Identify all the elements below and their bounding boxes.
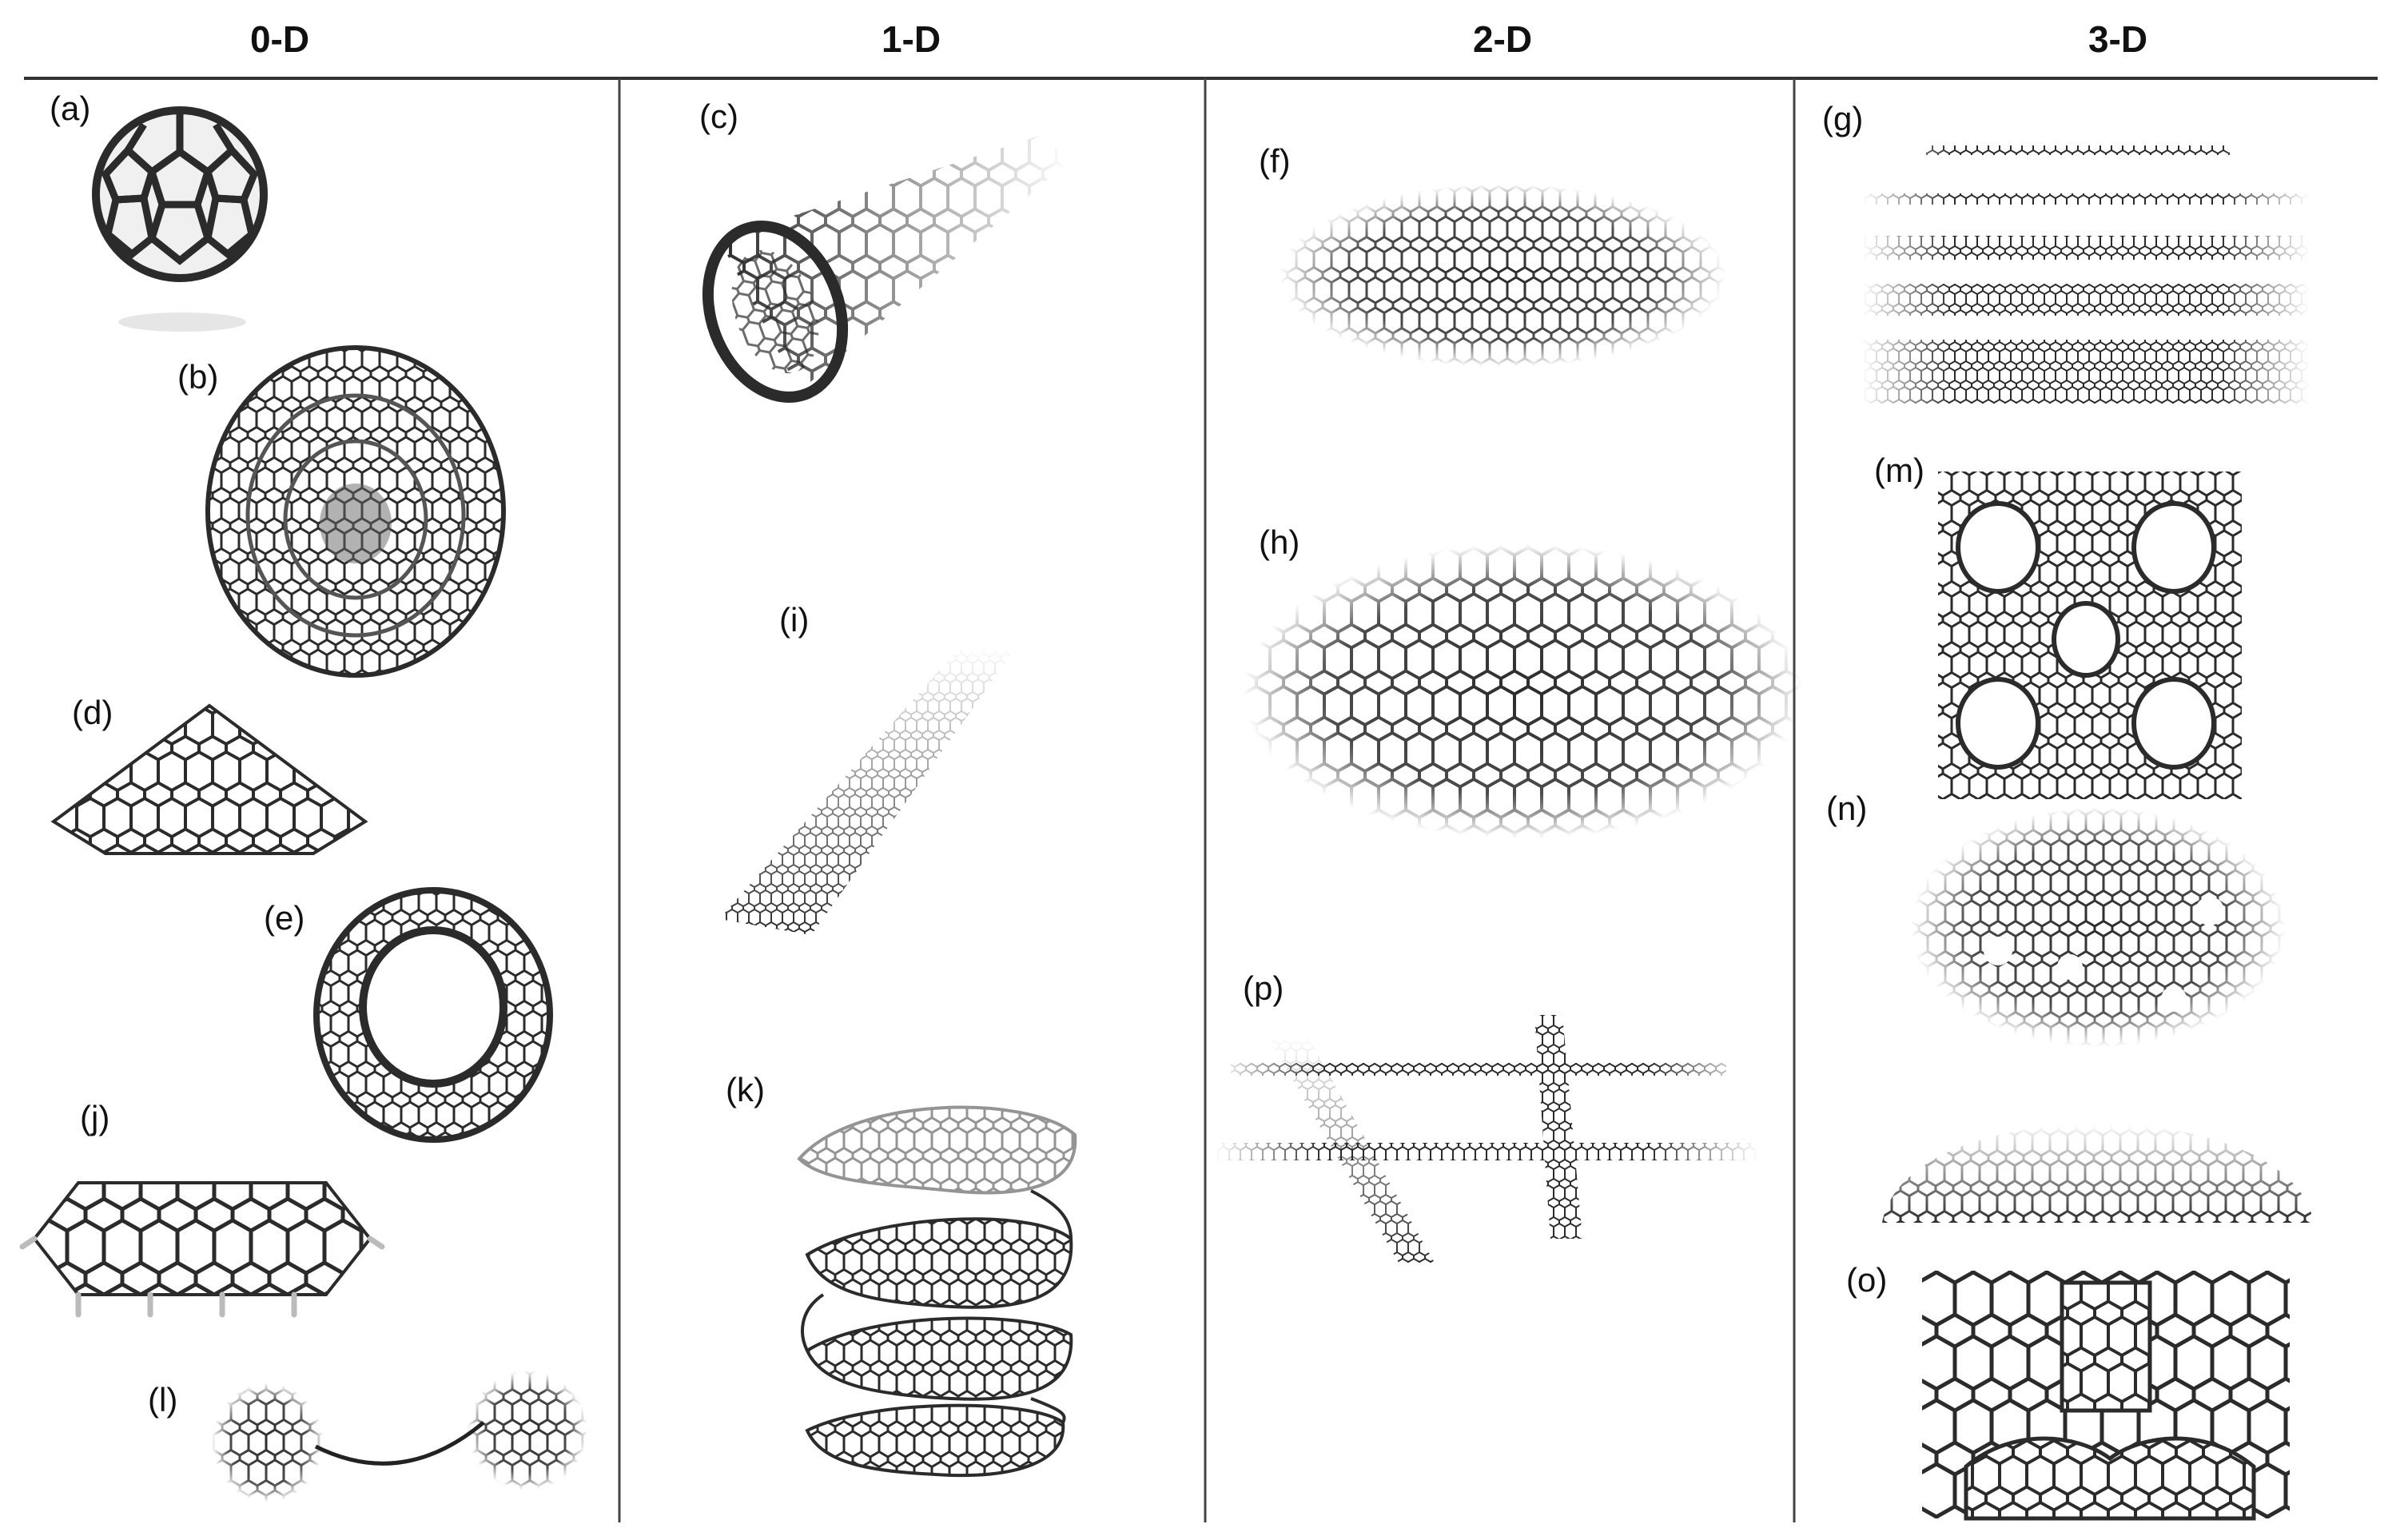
panel-label-e: (e) bbox=[264, 899, 305, 937]
graphene-quantum-dot bbox=[19, 1181, 385, 1318]
panel-label-p: (p) bbox=[1243, 969, 1284, 1007]
column-header-0d: 0-D bbox=[249, 18, 310, 60]
carbon-nanohelix bbox=[797, 1105, 1077, 1478]
onion-like-fullerene bbox=[205, 345, 506, 678]
panel-label-a: (a) bbox=[50, 90, 91, 127]
panel-label-k: (k) bbox=[726, 1071, 765, 1108]
curved-graphene-cap bbox=[1882, 1124, 2314, 1223]
carbon-nanotube bbox=[702, 136, 1071, 403]
column-header-1d: 1-D bbox=[881, 18, 941, 60]
panel-label-i: (i) bbox=[779, 601, 810, 639]
graphene-sheet bbox=[1279, 184, 1726, 368]
panel-label-d: (d) bbox=[72, 694, 113, 731]
graphene-foam bbox=[1922, 1271, 2290, 1521]
holey-3d-graphene bbox=[1910, 807, 2286, 1047]
graphene-nanoribbon bbox=[719, 643, 1019, 935]
panel-label-g: (g) bbox=[1822, 100, 1864, 137]
panel-label-l: (l) bbox=[148, 1381, 178, 1419]
3d-graphene-framework bbox=[1938, 472, 2242, 799]
panel-label-b: (b) bbox=[177, 358, 219, 396]
fullerene-c60 bbox=[92, 106, 268, 332]
column-header-2d: 2-D bbox=[1472, 18, 1533, 60]
column-header-3d: 3-D bbox=[2088, 18, 2148, 60]
panel-label-o: (o) bbox=[1846, 1261, 1888, 1299]
panel-label-f: (f) bbox=[1259, 142, 1291, 180]
carbon-nanotorus bbox=[313, 887, 553, 1143]
panel-label-m: (m) bbox=[1874, 452, 1924, 489]
carbon-nanocone bbox=[50, 703, 368, 855]
panel-label-c: (c) bbox=[699, 97, 738, 135]
linked-graphene-flakes bbox=[212, 1371, 587, 1502]
panel-label-n: (n) bbox=[1826, 790, 1868, 827]
panel-label-j: (j) bbox=[80, 1099, 110, 1136]
graphene-nanoribbon-network bbox=[1215, 1015, 1758, 1263]
graphene-sheet-large bbox=[1243, 543, 1802, 839]
stacked-graphene-layers bbox=[1862, 145, 2310, 404]
